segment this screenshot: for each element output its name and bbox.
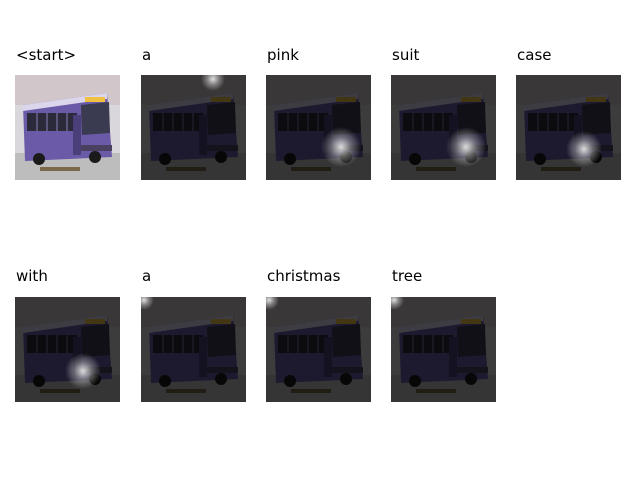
panel-word: a xyxy=(142,267,152,285)
panel-word: a xyxy=(142,46,152,64)
attention-map-a-2 xyxy=(141,297,246,402)
attention-map-christmas xyxy=(266,297,371,402)
panel-word: suit xyxy=(392,46,420,64)
panel-word: pink xyxy=(267,46,299,64)
attention-map-case xyxy=(516,75,621,180)
panel-word: tree xyxy=(392,267,423,285)
bus-image xyxy=(15,75,120,180)
panel-word: christmas xyxy=(267,267,341,285)
panel-word: <start> xyxy=(16,46,77,64)
attention-map-suit xyxy=(391,75,496,180)
attention-map-with xyxy=(15,297,120,402)
attention-map-a xyxy=(141,75,246,180)
panel-word: with xyxy=(16,267,48,285)
panel-word: case xyxy=(517,46,552,64)
attention-map-tree xyxy=(391,297,496,402)
attention-map-pink xyxy=(266,75,371,180)
